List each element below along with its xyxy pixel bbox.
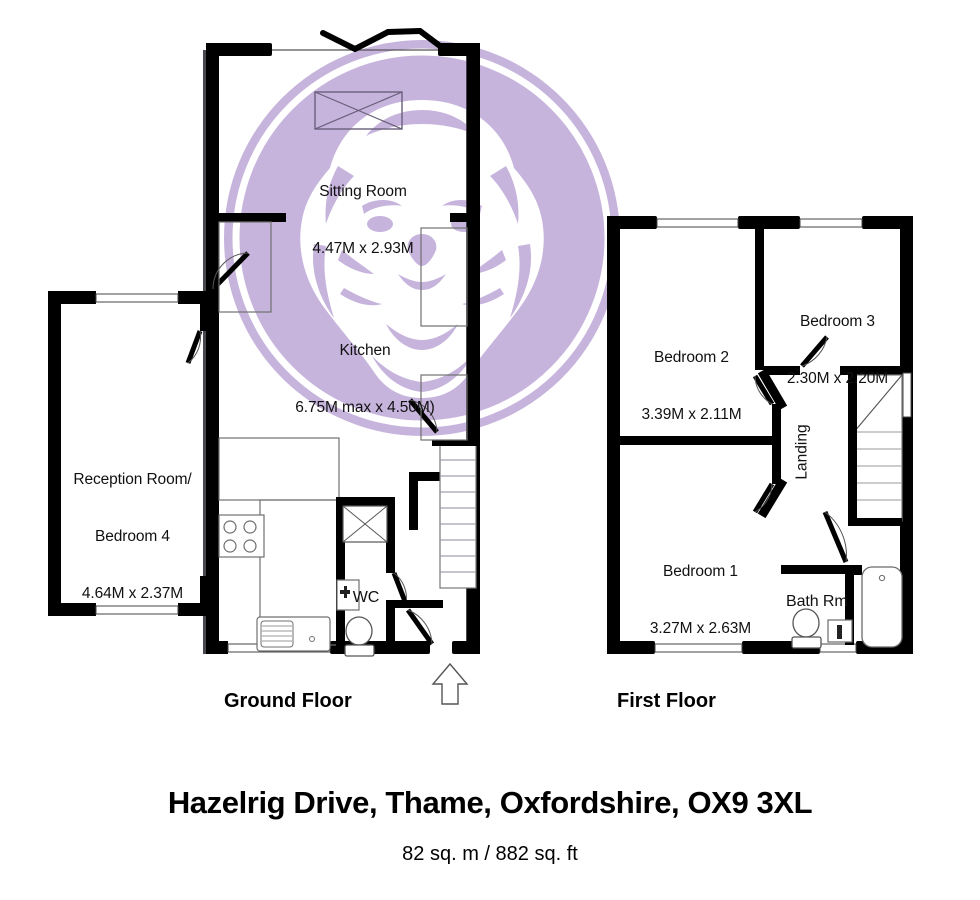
staircase-ground — [432, 440, 480, 589]
wc-name: WC — [352, 589, 380, 606]
room-label-bedroom-2: Bedroom 2 3.39M x 2.11M — [619, 310, 764, 462]
bathroom-toilet — [791, 608, 822, 649]
bathtub-fixture — [861, 566, 903, 648]
property-address: Hazelrig Drive, Thame, Oxfordshire, OX9 … — [167, 785, 813, 820]
kitchen-sink-fixture — [256, 616, 331, 652]
room-label-sitting-room: Sitting Room 4.47M x 2.93M — [238, 144, 488, 296]
first-floor-title: First Floor — [617, 690, 716, 712]
french-door-leaves — [320, 28, 443, 52]
ground-floor-title: Ground Floor — [224, 690, 352, 712]
room-label-bedroom-1: Bedroom 1 3.27M x 2.63M — [628, 524, 773, 676]
reception-room-name-line2: Bedroom 4 — [95, 528, 170, 545]
room-label-landing: Landing — [793, 424, 811, 480]
reception-room-dimensions: 4.64M x 2.37M — [81, 585, 184, 602]
bedroom-2-name: Bedroom 2 — [654, 349, 729, 366]
bedroom-1-dimensions: 3.27M x 2.63M — [649, 620, 752, 637]
sitting-room-dimensions: 4.47M x 2.93M — [312, 240, 414, 257]
reception-room-name-line1: Reception Room/ — [73, 471, 192, 488]
bedroom-2-dimensions: 3.39M x 2.11M — [641, 406, 742, 423]
room-label-bath-rm: Bath Rm — [786, 593, 848, 610]
kitchen-dimensions: 6.75M max x 4.50M) — [295, 399, 435, 416]
room-label-kitchen: Kitchen 6.75M max x 4.50M) — [230, 303, 500, 455]
bathroom-wash-basin — [827, 619, 853, 643]
hob-fixture — [218, 514, 265, 558]
fireplace-fixture — [314, 91, 403, 130]
wc-window — [342, 505, 388, 543]
room-label-bedroom-3: Bedroom 3 2.30M x 2.20M — [765, 274, 910, 426]
bedroom-3-dimensions: 2.30M x 2.20M — [786, 370, 889, 387]
bedroom-3-name: Bedroom 3 — [800, 313, 875, 330]
bedroom-1-name: Bedroom 1 — [663, 563, 738, 580]
entrance-arrow — [431, 662, 469, 705]
kitchen-name: Kitchen — [339, 342, 391, 359]
sitting-room-name: Sitting Room — [319, 183, 407, 200]
room-label-wc: WC — [336, 548, 396, 648]
property-area: 82 sq. m / 882 sq. ft — [402, 843, 578, 865]
room-label-reception-room: Reception Room/ Bedroom 4 4.64M x 2.37M — [45, 432, 220, 641]
